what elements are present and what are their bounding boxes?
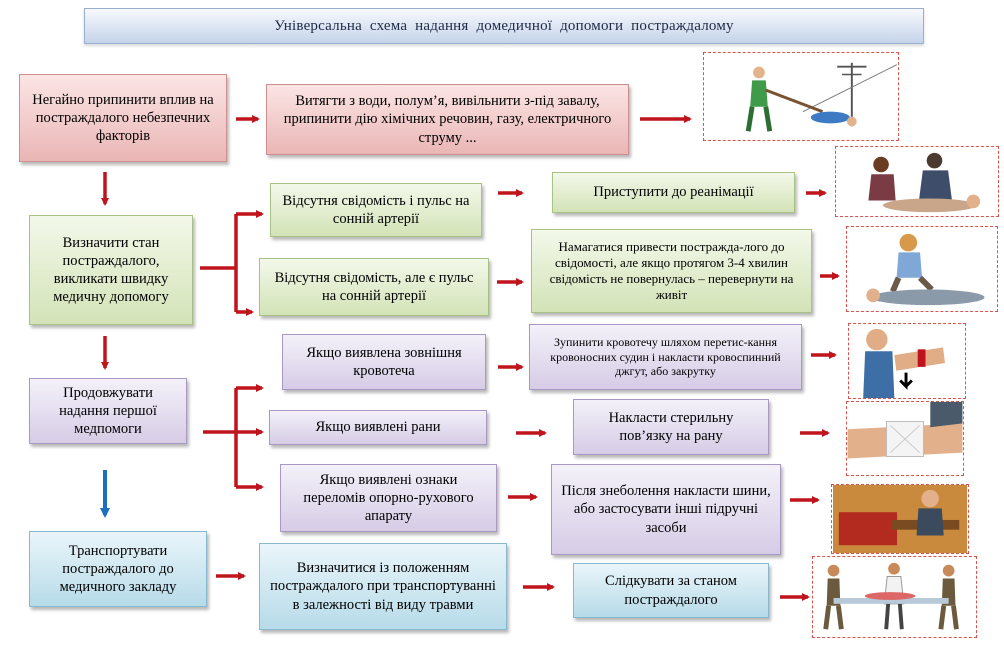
splint-box: Після знеболення накласти шини, або заст… [551,464,781,555]
stop-factors-box: Негайно припинити вплив на постраждалого… [19,74,227,162]
reanimation-illustration [835,146,999,217]
fractures-box: Якщо виявлені ознаки переломів опорно-ру… [280,464,497,532]
wounds-box: Якщо виявлені рани [269,410,487,445]
turn-over-box: Намагатися привести постражда-лого до св… [531,229,812,313]
no-consciousness-no-pulse-box: Відсутня свідомість і пульс на сонній ар… [270,183,482,237]
rescue-illustration [703,52,899,141]
bleeding-box: Якщо виявлена зовнішня кровотеча [282,334,486,390]
tourniquet-illustration [848,323,966,399]
bandage-illustration [846,401,964,476]
page-title: Універсальна схема надання домедичної до… [84,8,924,44]
assess-condition-box: Визначити стан постраждалого, викликати … [29,215,193,325]
monitor-box: Слідкувати за станом постраждалого [573,563,769,618]
reanimation-box: Приступити до реанімації [552,172,795,213]
recovery-position-illustration [846,226,998,312]
transport-box: Транспортувати постраждалого до медичног… [29,531,207,607]
rescue-box: Витягти з води, полум’я, вивільнити з-пі… [266,84,629,155]
transport-illustration [812,556,977,638]
transport-position-box: Визначитися із положенням постраждалого … [259,543,507,630]
bandage-box: Накласти стерильну пов’язку на рану [573,399,769,455]
splint-illustration [831,484,969,554]
continue-aid-box: Продовжувати надання першої медпомоги [29,378,187,444]
stop-bleeding-box: Зупинити кровотечу шляхом перетис-кання … [529,324,802,390]
no-consciousness-pulse-box: Відсутня свідомість, але є пульс на сонн… [259,258,489,316]
